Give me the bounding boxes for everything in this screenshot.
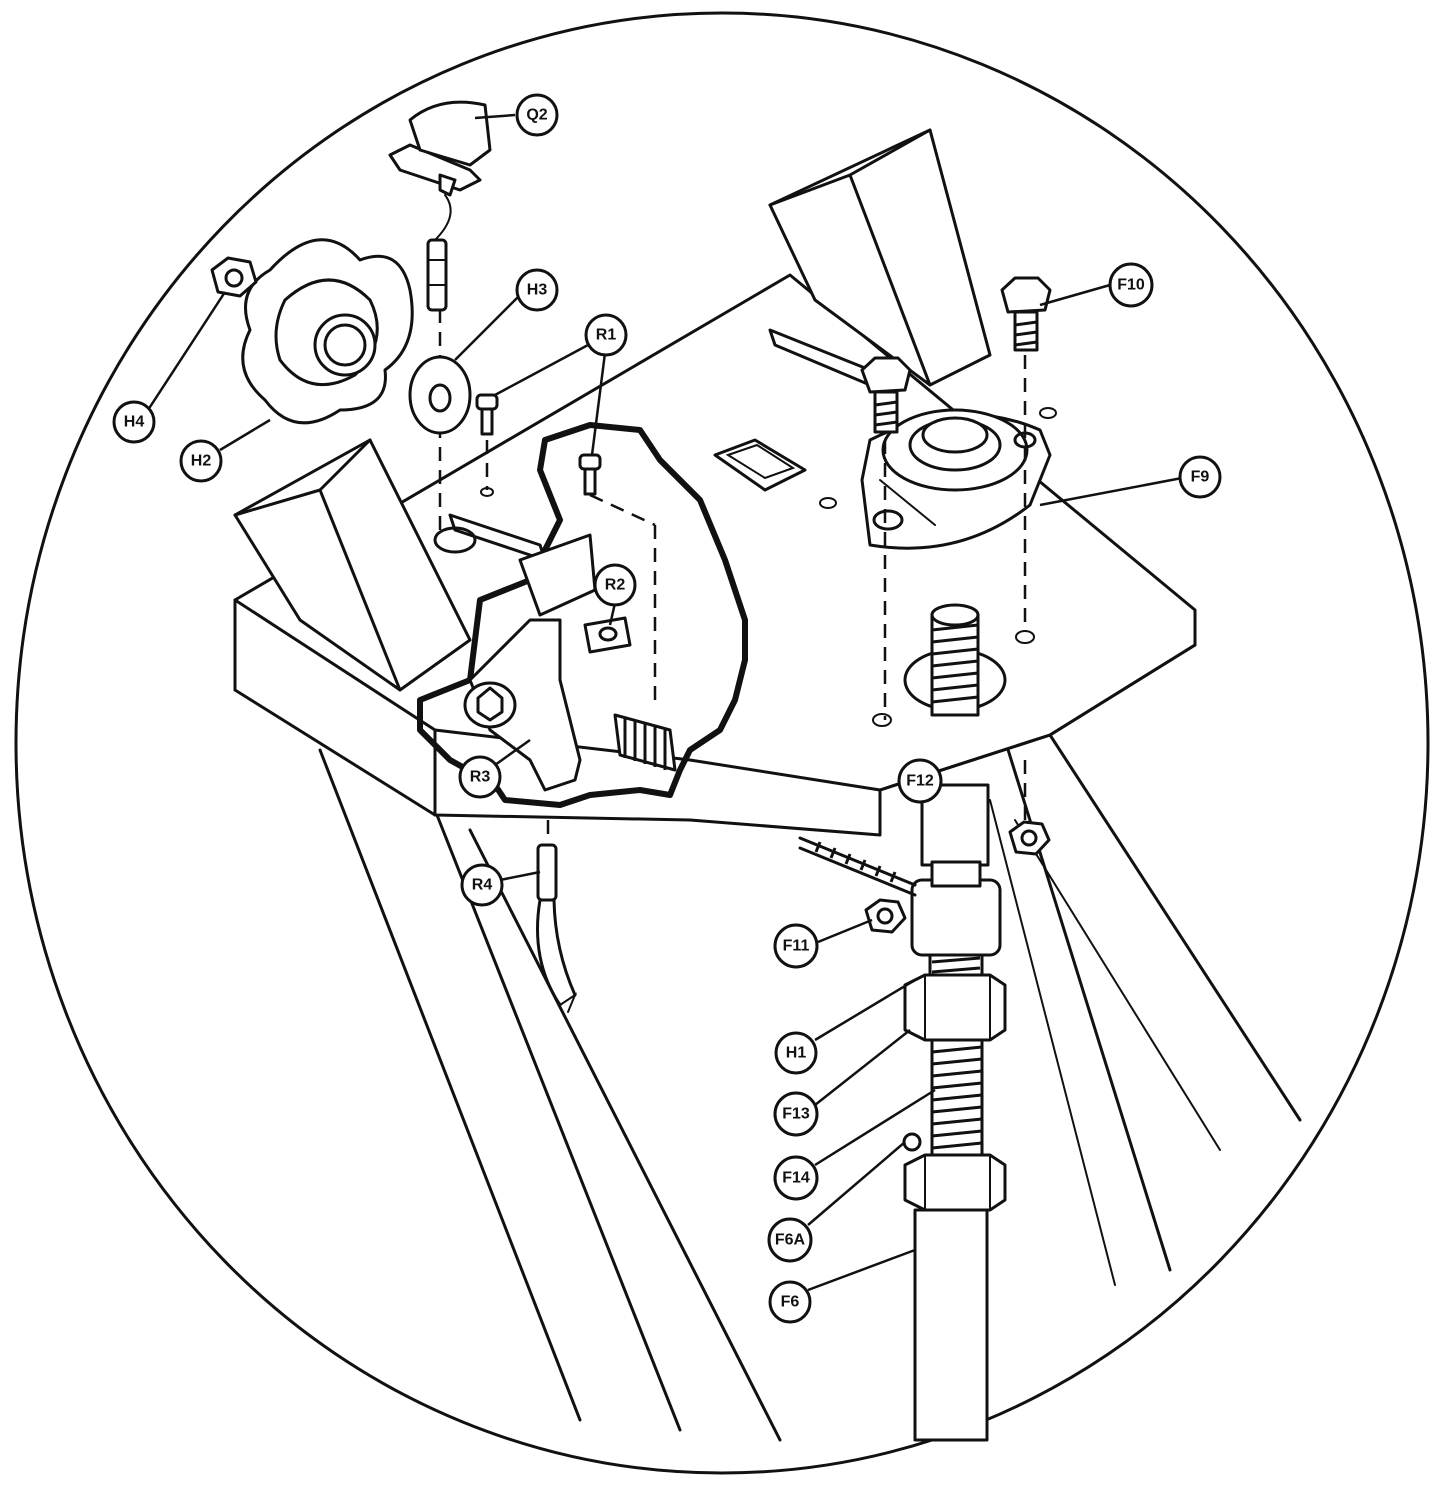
callout-q2: Q2 <box>515 93 559 137</box>
bearing-block-f9 <box>860 408 1052 550</box>
callout-r4: R4 <box>460 863 504 907</box>
left-angle-bracket <box>233 438 472 692</box>
callout-h4: H4 <box>112 400 156 444</box>
callout-r3: R3 <box>458 755 502 799</box>
star-knob-h2 <box>241 238 414 425</box>
callout-f13: F13 <box>773 1091 819 1137</box>
spring-rod <box>798 836 917 897</box>
svg-text:H1: H1 <box>786 1045 807 1062</box>
svg-text:R3: R3 <box>470 769 491 786</box>
wire-r4 <box>536 843 578 1013</box>
svg-text:H2: H2 <box>191 453 212 470</box>
svg-text:F13: F13 <box>782 1106 810 1123</box>
svg-text:H3: H3 <box>527 282 548 299</box>
callout-f6a: F6A <box>767 1217 813 1263</box>
svg-text:F10: F10 <box>1117 277 1145 294</box>
svg-text:R2: R2 <box>605 577 626 594</box>
lever-r3 <box>463 533 677 792</box>
callout-f9: F9 <box>1178 455 1222 499</box>
callout-f11: F11 <box>773 923 819 969</box>
right-angle-bracket <box>768 128 992 387</box>
svg-text:F6: F6 <box>781 1294 800 1311</box>
callout-f6: F6 <box>768 1280 812 1324</box>
section-outline <box>417 422 748 808</box>
svg-text:R1: R1 <box>596 327 617 344</box>
screws-r1 <box>475 393 602 496</box>
svg-text:H4: H4 <box>124 414 145 431</box>
threaded-rod <box>903 603 1007 717</box>
callout-f12: F12 <box>897 758 943 804</box>
svg-text:F6A: F6A <box>775 1232 806 1249</box>
hex-nuts <box>864 820 1051 934</box>
callout-h3: H3 <box>515 268 559 312</box>
washer-h3 <box>408 355 472 435</box>
nut-h4 <box>210 256 258 298</box>
switch-q2 <box>388 100 492 312</box>
bolts-f10 <box>860 276 1052 434</box>
svg-text:F12: F12 <box>906 773 934 790</box>
callout-r2: R2 <box>593 563 637 607</box>
detail-circle <box>14 11 1430 1475</box>
svg-text:F9: F9 <box>1191 469 1210 486</box>
callout-r1: R1 <box>584 313 628 357</box>
callout-h2: H2 <box>179 439 223 483</box>
callout-f14: F14 <box>773 1155 819 1201</box>
svg-text:R4: R4 <box>472 877 493 894</box>
rod-assembly <box>902 783 1007 1442</box>
callout-f10: F10 <box>1108 262 1154 308</box>
svg-text:Q2: Q2 <box>526 107 547 124</box>
svg-text:F11: F11 <box>783 938 810 955</box>
leader-lines <box>146 113 1183 1292</box>
callout-h1: H1 <box>774 1031 818 1075</box>
svg-text:F14: F14 <box>782 1170 810 1187</box>
